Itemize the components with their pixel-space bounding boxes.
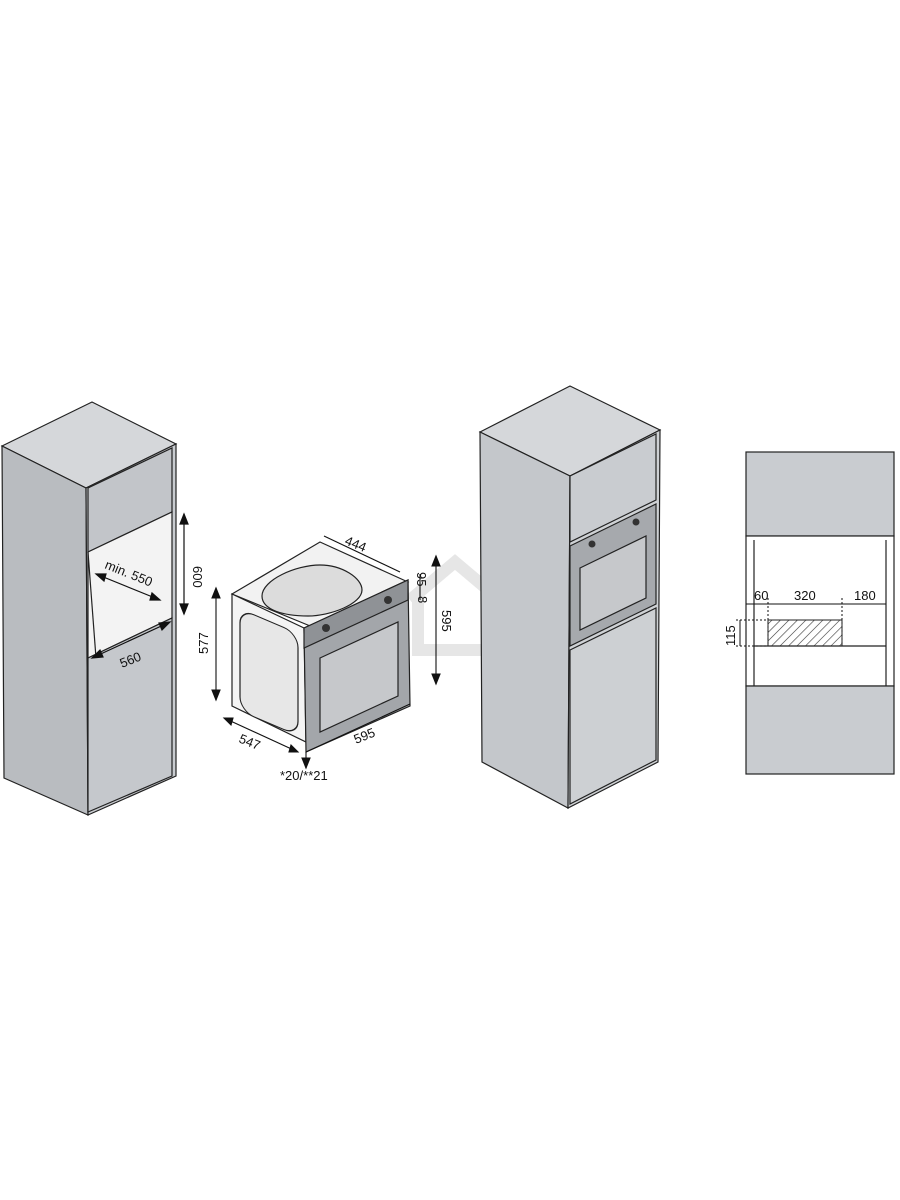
- oven-side-panel: [239, 612, 299, 732]
- cabinet-right-upper-door: [569, 433, 657, 543]
- label-cutout-right: 180: [854, 588, 876, 603]
- cabinet-left-dimensions: [90, 512, 189, 659]
- oven-knob-left: [322, 624, 330, 632]
- oven-body: [230, 541, 411, 753]
- cabinet-left-side: [1, 445, 89, 816]
- oven-knob-right: [384, 596, 392, 604]
- cutout-lower-panel: [745, 685, 895, 775]
- oven-top-recess: [261, 564, 363, 617]
- cabinet-right-lower-door: [569, 607, 657, 805]
- label-top-depth: 444: [343, 533, 369, 555]
- cabinet-left: [0, 401, 178, 816]
- cabinet-right-side: [479, 431, 571, 809]
- label-side-height: 577: [196, 632, 211, 654]
- label-offset: *20/**21: [280, 768, 328, 783]
- label-niche-height: 600: [190, 566, 205, 588]
- label-gap: 8: [415, 596, 430, 603]
- cabinet-right-oven-window: [579, 535, 647, 631]
- label-cutout-height: 115: [723, 625, 738, 646]
- cutout-vent-area: [767, 619, 843, 647]
- oven-window: [319, 621, 399, 733]
- cutout-dimensions: [736, 598, 886, 647]
- oven-control-panel: [303, 579, 409, 649]
- label-cutout-middle: 320: [794, 588, 816, 603]
- cabinet-right-knob-left: [588, 540, 596, 548]
- cutout-opening: [745, 535, 895, 687]
- label-cutout-left: 60: [754, 588, 768, 603]
- oven-dimensions: [211, 535, 441, 770]
- cabinet-right: [478, 385, 662, 809]
- cutout-detail: [745, 451, 895, 775]
- label-top-height: 95: [414, 572, 429, 586]
- label-front-height: 595: [439, 610, 454, 632]
- cutout-upper-panel: [745, 451, 895, 537]
- cabinet-right-knob-right: [632, 518, 640, 526]
- cabinet-left-lower-box: [87, 617, 173, 813]
